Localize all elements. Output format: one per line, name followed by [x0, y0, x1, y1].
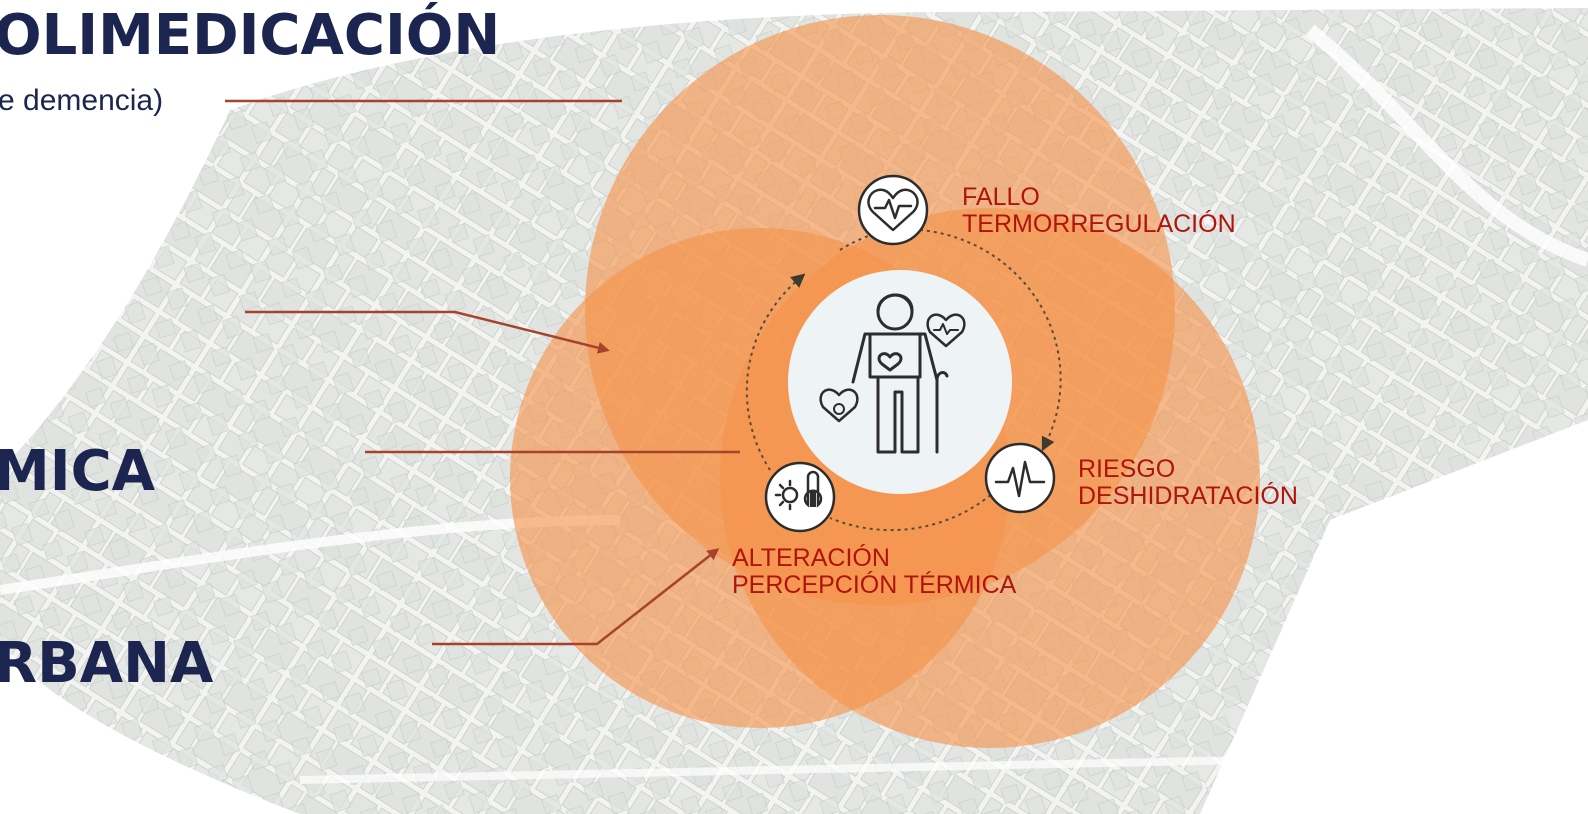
- label-fallo-termorregulacion: FALLO TERMORREGULACIÓN: [962, 184, 1236, 238]
- label-riesgo-deshidratacion: RIESGO DESHIDRATACIÓN: [1078, 456, 1298, 510]
- center-disc: [788, 270, 1012, 494]
- label-line-2: TERMORREGULACIÓN: [962, 210, 1236, 238]
- pulse-icon-badge: [984, 442, 1056, 514]
- heading-bottom: RBANA: [0, 631, 214, 696]
- heading-middle: MICA: [0, 439, 155, 504]
- label-line-2: DESHIDRATACIÓN: [1078, 482, 1298, 510]
- thermometer-icon-badge: [764, 461, 836, 533]
- label-line-1: RIESGO: [1078, 455, 1176, 483]
- connector-second: [245, 310, 610, 354]
- elderly-person-icon: [819, 293, 966, 454]
- label-line-2: PERCEPCIÓN TÉRMICA: [732, 571, 1017, 599]
- heading-top-subtitle: e demencia): [0, 84, 164, 117]
- heartbeat-icon-badge: [857, 174, 929, 246]
- label-line-1: FALLO: [962, 183, 1040, 211]
- label-alteracion-percepcion-termica: ALTERACIÓN PERCEPCIÓN TÉRMICA: [732, 545, 1016, 599]
- label-line-1: ALTERACIÓN: [732, 544, 890, 572]
- connector-bottom: [432, 548, 720, 646]
- connector-lines: [225, 99, 740, 646]
- heading-top: OLIMEDICACIÓN: [0, 3, 501, 68]
